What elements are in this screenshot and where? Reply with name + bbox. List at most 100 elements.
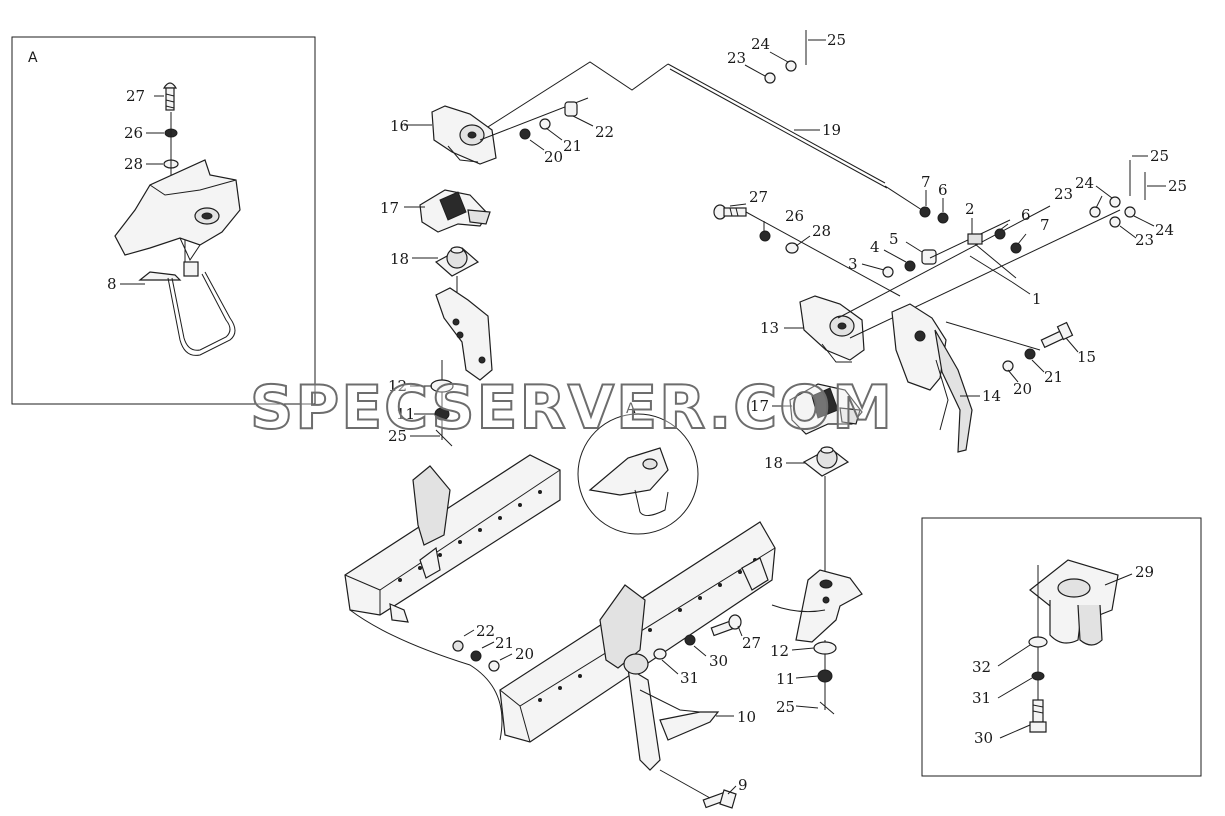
bolt-part: [162, 82, 178, 111]
callout-21-right: 21: [1044, 368, 1063, 386]
callout-20-right: 20: [1013, 380, 1032, 398]
inset-a: A 27 26 28: [11, 36, 316, 405]
callout-10: 10: [737, 708, 756, 726]
callout-15: 15: [1077, 348, 1096, 366]
callout-23-top: 23: [727, 49, 746, 67]
inset-b: 29 32 31 30: [921, 517, 1202, 777]
nut-part: [519, 128, 531, 140]
callout-18-right: 18: [764, 454, 783, 472]
callout-18-left: 18: [390, 250, 409, 268]
callout-4: 4: [870, 238, 880, 256]
rubber-mount-18-left: [434, 246, 480, 277]
washer-part: [1028, 636, 1048, 648]
frame-rail-right: [499, 521, 826, 743]
inset-b-frame: [921, 517, 1202, 777]
callout-31: 31: [972, 689, 991, 707]
callout-2: 2: [965, 200, 975, 218]
nut-part: [904, 260, 916, 272]
washer-part: [539, 118, 551, 130]
callout-25-left: 25: [388, 427, 407, 445]
step-hoop-part: [138, 240, 236, 356]
callout-8: 8: [107, 275, 117, 293]
frame-rail-left: [344, 454, 561, 623]
callout-5: 5: [889, 230, 899, 248]
callout-3: 3: [848, 255, 858, 273]
callout-24-right-top: 24: [1075, 174, 1094, 192]
nut-part: [759, 230, 771, 242]
callout-27-bottom: 27: [742, 634, 761, 652]
callout-23-right-top: 23: [1054, 185, 1073, 203]
callout-12-left: 12: [388, 377, 407, 395]
callout-25-bottom: 25: [776, 698, 795, 716]
washer-part: [785, 242, 799, 254]
bracket-17-left: [419, 189, 491, 233]
latch-16: [431, 105, 497, 165]
callout-20-top: 20: [544, 148, 563, 166]
spring-washer-part: [1031, 671, 1045, 681]
callout-6-left: 6: [938, 181, 948, 199]
callout-25-right-top: 25: [1150, 147, 1169, 165]
callout-21-bottom: 21: [495, 634, 514, 652]
latch-13: [799, 295, 865, 363]
callout-30-bottom: 30: [709, 652, 728, 670]
callout-12-right: 12: [770, 642, 789, 660]
callout-24-right: 24: [1155, 221, 1174, 239]
callout-16: 16: [390, 117, 409, 135]
nut-part: [817, 669, 833, 683]
callout-21-top: 21: [563, 137, 582, 155]
callout-11-right: 11: [776, 670, 795, 688]
bush-part: [921, 249, 937, 265]
mount-bracket: [114, 159, 241, 262]
callout-17-right: 17: [750, 397, 769, 415]
callout-14: 14: [982, 387, 1001, 405]
callouts: 16 17 18 12 11 25 20 21 22 23 24 25 19 7…: [380, 31, 1187, 795]
callout-25-top: 25: [827, 31, 846, 49]
callout-1: 1: [1032, 290, 1042, 308]
callout-22-top: 22: [595, 123, 614, 141]
step-bracket-10: [623, 653, 720, 771]
callout-6-right: 6: [1021, 206, 1031, 224]
callout-19: 19: [822, 121, 841, 139]
watermark: SPECSERVER.COM: [250, 373, 894, 443]
callout-28: 28: [124, 155, 143, 173]
bolt-part: [1029, 699, 1047, 733]
callout-27-top: 27: [749, 188, 768, 206]
mount-plate-part: [1029, 559, 1119, 646]
callout-22-bottom: 22: [476, 622, 495, 640]
callout-20-bottom: 20: [515, 645, 534, 663]
inset-a-title: A: [28, 50, 38, 66]
bolt-9: [702, 789, 737, 809]
callout-32: 32: [972, 658, 991, 676]
bracket-17-right: [789, 383, 863, 435]
callout-17-left: 17: [380, 199, 399, 217]
callout-7-left: 7: [921, 173, 931, 191]
bush-part: [564, 101, 578, 117]
washer-part: [813, 641, 837, 655]
callout-24-top: 24: [751, 35, 770, 53]
circle-detail-a: A: [577, 401, 699, 535]
handle-lever-14: [891, 303, 973, 453]
callout-25-right: 25: [1168, 177, 1187, 195]
callout-26: 26: [124, 124, 143, 142]
support-bracket-left: [435, 287, 493, 381]
rubber-mount-18-right: [802, 446, 850, 477]
callout-29: 29: [1135, 563, 1154, 581]
callout-28-top: 28: [812, 222, 831, 240]
callout-27: 27: [126, 87, 145, 105]
callout-13: 13: [760, 319, 779, 337]
support-bracket-right: [795, 569, 863, 643]
callout-26-top: 26: [785, 207, 804, 225]
bolt-27-top: [713, 204, 747, 220]
callout-30: 30: [974, 729, 993, 747]
callout-23-right: 23: [1135, 231, 1154, 249]
inset-a-frame: [11, 36, 316, 405]
linkage-rod: [479, 61, 926, 213]
detail-circle: [577, 413, 699, 535]
callout-31-bottom: 31: [680, 669, 699, 687]
bolt-27-bottom: [710, 614, 742, 637]
callout-7-right: 7: [1040, 216, 1050, 234]
callout-9: 9: [738, 776, 748, 794]
bolt-15: [1040, 321, 1074, 349]
